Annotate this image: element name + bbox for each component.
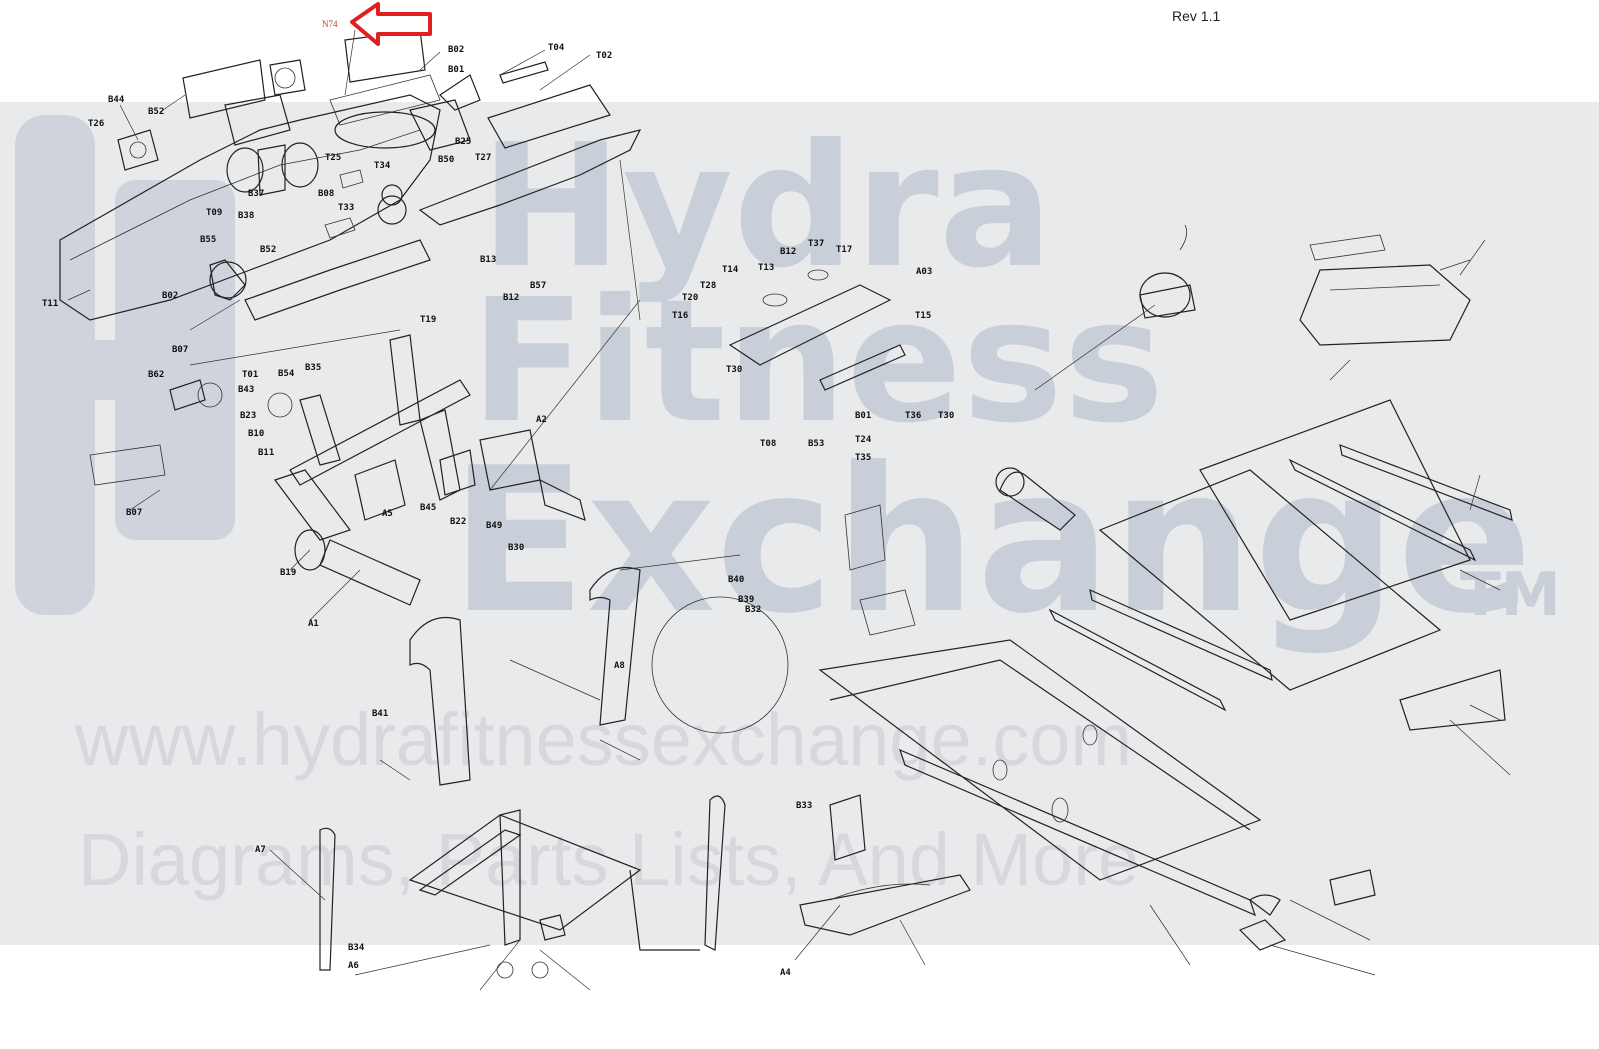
watermark-line2: Fitness	[470, 263, 1164, 461]
callout-label: A4	[780, 968, 791, 978]
upright-frame-assembly	[89, 334, 586, 606]
callout-label: T37	[808, 239, 824, 249]
callout-label: B07	[126, 508, 142, 518]
callout-label: B12	[503, 293, 519, 303]
callout-label: T19	[420, 315, 436, 325]
callout-label: T28	[700, 281, 716, 291]
callout-label: T20	[682, 293, 698, 303]
callout-label: B52	[260, 245, 276, 255]
left-upright-post	[409, 616, 471, 786]
watermark-url: www.hydrafitnessexchange.com	[74, 698, 1132, 781]
callout-label: B49	[486, 521, 502, 531]
console-assembly	[59, 29, 642, 321]
callout-label: T13	[758, 263, 774, 273]
callout-label: B08	[318, 189, 334, 199]
callout-label: B11	[258, 448, 274, 458]
callout-label: B02	[448, 45, 464, 55]
callout-label: T30	[938, 411, 954, 421]
callout-labels: B02 B01 T04 T02 B44 B52 T26 B25 B50 T27 …	[42, 43, 954, 978]
callout-label: B12	[780, 247, 796, 257]
callout-label: B32	[745, 605, 761, 615]
callout-label: A5	[382, 509, 393, 519]
callout-label: T08	[760, 439, 776, 449]
callout-label: B45	[420, 503, 436, 513]
watermark-tagline: Diagrams, Parts Lists, And More	[78, 818, 1139, 901]
callout-label: T17	[836, 245, 852, 255]
callout-label: B13	[480, 255, 496, 265]
highlight-label: N74	[322, 19, 338, 29]
callout-label: B01	[448, 65, 464, 75]
rear-feet-and-cover	[799, 794, 971, 936]
callout-label: T11	[42, 299, 58, 309]
callout-label: T04	[548, 43, 565, 53]
callout-label: B50	[438, 155, 454, 165]
highlight-arrow-icon	[350, 2, 432, 46]
watermark-line1: Hydra	[480, 108, 1053, 306]
base-frame	[818, 639, 1376, 951]
callout-label: T16	[672, 311, 688, 321]
callout-label: A03	[916, 267, 932, 277]
callout-label: T15	[915, 311, 931, 321]
callout-label: A8	[614, 661, 625, 671]
callout-label: B23	[240, 411, 256, 421]
motor-control-assembly	[728, 269, 916, 636]
callout-label: B10	[248, 429, 264, 439]
callout-label: B55	[200, 235, 216, 245]
callout-label: B52	[148, 107, 164, 117]
drive-motor	[1139, 224, 1196, 319]
callout-label: A6	[348, 961, 359, 971]
callout-label: B40	[728, 575, 744, 585]
callout-label: T14	[722, 265, 739, 275]
callout-label: T36	[905, 411, 921, 421]
callout-label: B35	[305, 363, 321, 373]
callout-label: B33	[796, 801, 812, 811]
callout-label: T27	[475, 153, 491, 163]
callout-label: B01	[855, 411, 871, 421]
callout-label: T24	[855, 435, 872, 445]
deck-and-rails	[995, 399, 1513, 731]
callout-label: B41	[372, 709, 388, 719]
callout-label: B43	[238, 385, 254, 395]
callout-label: T26	[88, 119, 104, 129]
watermark-logo-icon	[15, 115, 235, 615]
right-upright-post	[589, 566, 789, 734]
callout-label: B53	[808, 439, 824, 449]
callout-label: T35	[855, 453, 871, 463]
callout-label: B37	[248, 189, 264, 199]
watermark-line3: Exchange	[450, 425, 1533, 658]
callout-label: T09	[206, 208, 222, 218]
callout-label: A1	[308, 619, 319, 629]
callout-label: B57	[530, 281, 546, 291]
callout-label: T02	[596, 51, 612, 61]
callout-label: T01	[242, 370, 258, 380]
watermark-trademark: TM	[1460, 560, 1561, 630]
callout-label: B38	[238, 211, 254, 221]
motor-cover	[1299, 234, 1471, 346]
callout-label: B39	[738, 595, 754, 605]
callout-label: B19	[280, 568, 296, 578]
callout-label: B02	[162, 291, 178, 301]
callout-label: A7	[255, 845, 266, 855]
callout-label: A2	[536, 415, 547, 425]
callout-label: B25	[455, 137, 471, 147]
callout-label: T33	[338, 203, 354, 213]
callout-label: B30	[508, 543, 524, 553]
callout-label: B62	[148, 370, 164, 380]
leader-lines	[67, 29, 1511, 991]
revision-label: Rev 1.1	[1172, 8, 1221, 24]
callout-label: T25	[325, 153, 341, 163]
callout-label: T30	[726, 365, 742, 375]
callout-label: B22	[450, 517, 466, 527]
callout-label: B34	[348, 943, 365, 953]
callout-label: B44	[108, 95, 125, 105]
callout-label: B54	[278, 369, 295, 379]
callout-label: T34	[374, 161, 391, 171]
callout-label: B07	[172, 345, 188, 355]
watermark-band	[0, 102, 1599, 945]
